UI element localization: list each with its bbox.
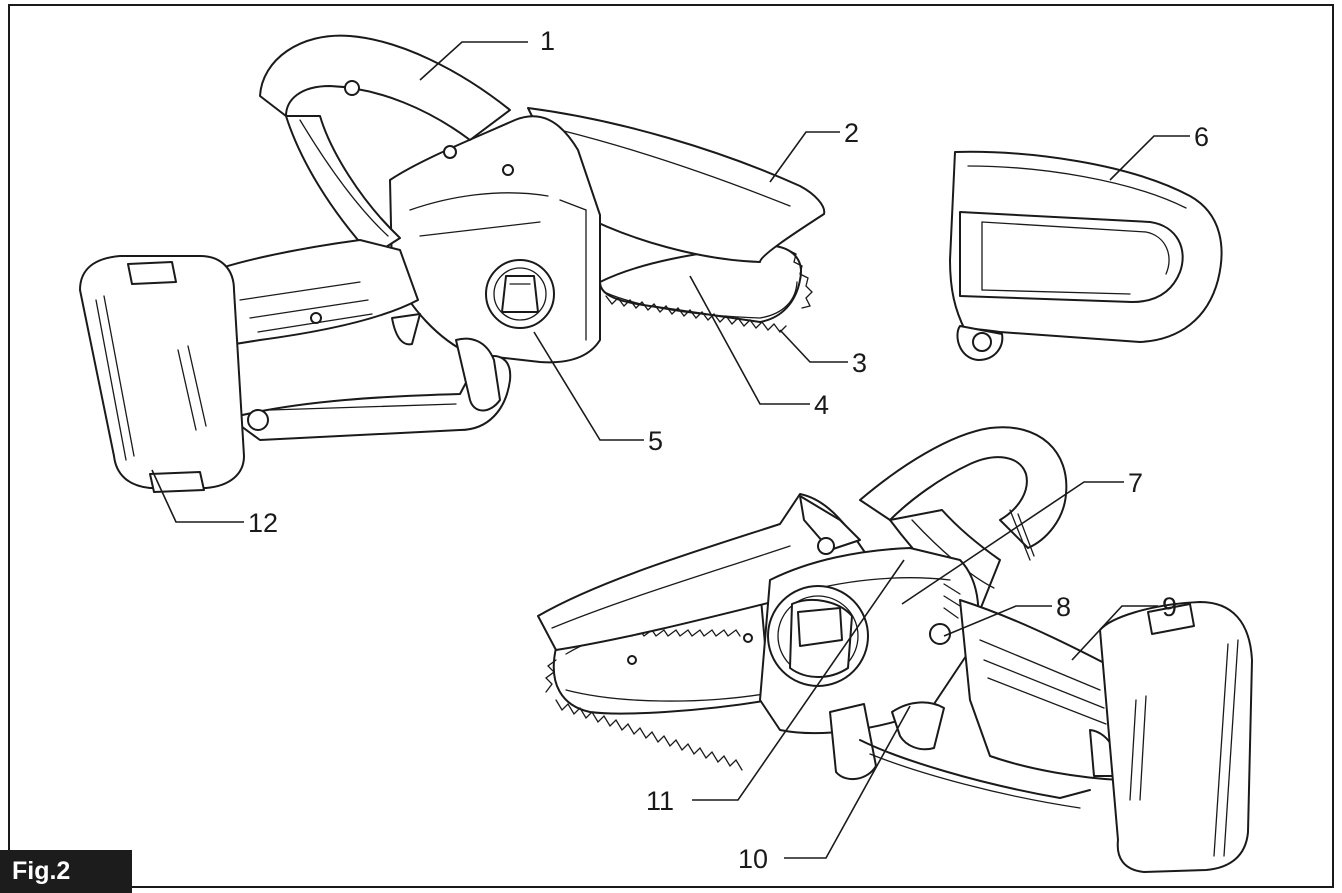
lower-top-handle xyxy=(859,426,1068,549)
callout-number-9: 9 xyxy=(1162,592,1177,622)
upper-rear-grip xyxy=(199,239,419,349)
callout-number-10: 10 xyxy=(738,844,768,874)
upper-guard-plate xyxy=(527,107,826,263)
callout-number-7: 7 xyxy=(1128,468,1143,498)
callout-numbers: 1 2 3 4 5 6 7 8 9 10 11 12 xyxy=(248,26,1209,874)
upper-guide-bar-and-chain xyxy=(599,244,813,333)
callout-leaders xyxy=(151,41,1190,859)
callout-number-4: 4 xyxy=(814,390,829,420)
upper-knob xyxy=(485,259,555,329)
upper-chain-teeth xyxy=(605,249,813,333)
callout-number-11: 11 xyxy=(646,786,674,816)
upper-battery xyxy=(79,255,245,493)
lower-knob xyxy=(767,585,869,687)
callout-number-6: 6 xyxy=(1194,122,1209,152)
scabbard-drawing xyxy=(949,150,1223,361)
callout-number-1: 1 xyxy=(540,26,555,56)
upper-saw-drawing xyxy=(79,34,826,493)
callout-number-3: 3 xyxy=(852,348,867,378)
upper-top-handle xyxy=(259,34,511,141)
figure-label: Fig.2 xyxy=(0,850,132,893)
callout-number-2: 2 xyxy=(844,118,859,148)
lower-saw-drawing xyxy=(537,426,1253,873)
figure-frame xyxy=(8,4,1334,888)
callout-number-5: 5 xyxy=(648,426,663,456)
callout-number-12: 12 xyxy=(248,508,278,538)
upper-body-housing xyxy=(389,115,601,364)
lower-battery xyxy=(1099,601,1253,873)
callout-number-8: 8 xyxy=(1056,592,1071,622)
